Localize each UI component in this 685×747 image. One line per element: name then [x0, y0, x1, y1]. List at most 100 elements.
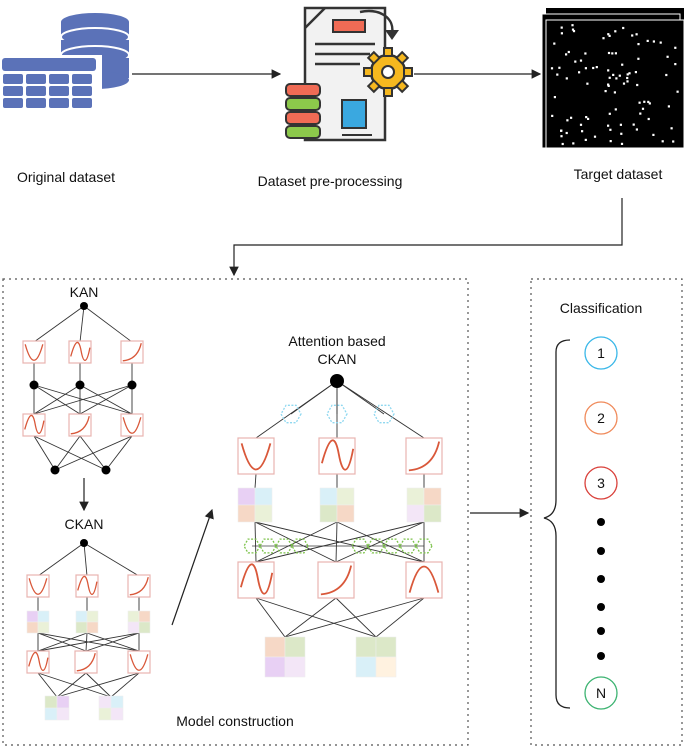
- pixel-dot: [556, 73, 559, 76]
- activation-function: [127, 574, 151, 598]
- attention-ckan-label: Attention based CKAN: [288, 332, 385, 368]
- class-node-2: 2: [584, 401, 618, 435]
- classification-frame: [530, 278, 683, 746]
- node: [75, 380, 85, 390]
- pixel-dot: [585, 116, 588, 119]
- activation-function: [22, 413, 46, 437]
- edge: [33, 435, 56, 471]
- pixel-dot: [648, 102, 651, 105]
- pixel-dot: [639, 112, 642, 115]
- feature-map: [406, 487, 442, 523]
- pixel-dot: [584, 52, 587, 55]
- pixel-dot: [659, 41, 662, 44]
- class-node-1: 1: [584, 336, 618, 370]
- hexagon-node: [351, 538, 369, 554]
- pixel-dot: [560, 135, 563, 138]
- edge: [255, 597, 377, 638]
- pixel-dot: [607, 51, 611, 55]
- node: [80, 302, 88, 310]
- pixel-dot: [628, 72, 631, 75]
- pixel-dot: [652, 133, 655, 136]
- activation-function: [317, 561, 355, 599]
- edge: [37, 632, 140, 652]
- hexagon-node: [373, 404, 395, 424]
- activation-function: [237, 437, 275, 475]
- edge: [56, 672, 87, 698]
- pixel-dot: [565, 131, 568, 135]
- pixel-dot: [609, 140, 612, 143]
- pixel-dot: [609, 128, 612, 131]
- ellipsis-dot: [597, 575, 605, 583]
- pixel-dot: [637, 43, 640, 46]
- pixel-dot: [622, 26, 625, 30]
- pixel-dot: [611, 52, 614, 55]
- pixel-dot: [632, 123, 635, 126]
- table-cell: [49, 86, 69, 96]
- pixel-dot: [666, 55, 669, 58]
- pixel-dot: [652, 40, 655, 43]
- pixel-dot: [674, 63, 677, 66]
- hexagon-node: [415, 538, 433, 554]
- pixel-dot: [614, 30, 617, 33]
- pixel-dot: [647, 117, 650, 121]
- edge: [255, 597, 286, 638]
- activation-function: [26, 574, 50, 598]
- node: [127, 380, 137, 390]
- pixel-dot: [665, 73, 668, 77]
- hexagon-node: [383, 538, 401, 554]
- edge: [54, 435, 81, 471]
- pixel-dot: [565, 53, 568, 56]
- pixel-dot: [604, 90, 607, 93]
- pixel-dot: [584, 138, 587, 141]
- edge: [284, 597, 337, 638]
- ellipsis-dot: [597, 652, 605, 660]
- pixel-dot: [638, 101, 641, 104]
- feature-map: [98, 695, 124, 721]
- kan-label: KAN: [69, 284, 99, 300]
- pixel-dot: [574, 60, 577, 63]
- pixel-dot: [619, 123, 622, 126]
- edge: [33, 305, 85, 343]
- pixel-dot: [618, 74, 621, 77]
- table-cell: [49, 74, 69, 84]
- pixel-dot: [647, 100, 650, 103]
- edge: [37, 632, 88, 652]
- feature-map: [127, 610, 151, 634]
- pixel-dot: [560, 26, 563, 29]
- edge: [37, 672, 58, 698]
- image-stack-icon: [541, 8, 685, 149]
- attention-ckan-network: [237, 374, 443, 678]
- pixel-dot: [636, 83, 639, 87]
- pixel-dot: [626, 76, 629, 80]
- edge: [54, 435, 133, 471]
- table-cell: [26, 86, 46, 96]
- kan-network: [22, 302, 144, 475]
- pixel-dot: [587, 117, 590, 120]
- class-node-n: N: [584, 676, 618, 710]
- edge: [284, 597, 425, 638]
- original-dataset-label: Original dataset: [16, 169, 116, 185]
- pixel-dot: [602, 37, 605, 40]
- ellipsis-dot: [597, 547, 605, 555]
- hexagon-node: [280, 404, 302, 424]
- ellipsis-dot: [597, 603, 605, 611]
- pixel-dot: [667, 105, 670, 108]
- pixel-dot: [626, 80, 629, 83]
- table-cell: [3, 98, 23, 108]
- pixel-dot: [567, 50, 570, 54]
- class-label: 2: [597, 410, 605, 426]
- activation-function: [120, 413, 144, 437]
- activation-function: [237, 561, 275, 599]
- pixel-dot: [579, 123, 583, 126]
- activation-function: [26, 650, 50, 674]
- edge: [33, 384, 81, 415]
- arrow-to-model: [229, 198, 623, 277]
- pixel-dot: [634, 71, 637, 74]
- activation-function: [120, 340, 144, 364]
- pixel-dot: [565, 77, 568, 80]
- pixel-dot: [661, 140, 664, 143]
- edge: [110, 672, 140, 698]
- edge: [83, 305, 133, 343]
- feature-map: [44, 695, 70, 721]
